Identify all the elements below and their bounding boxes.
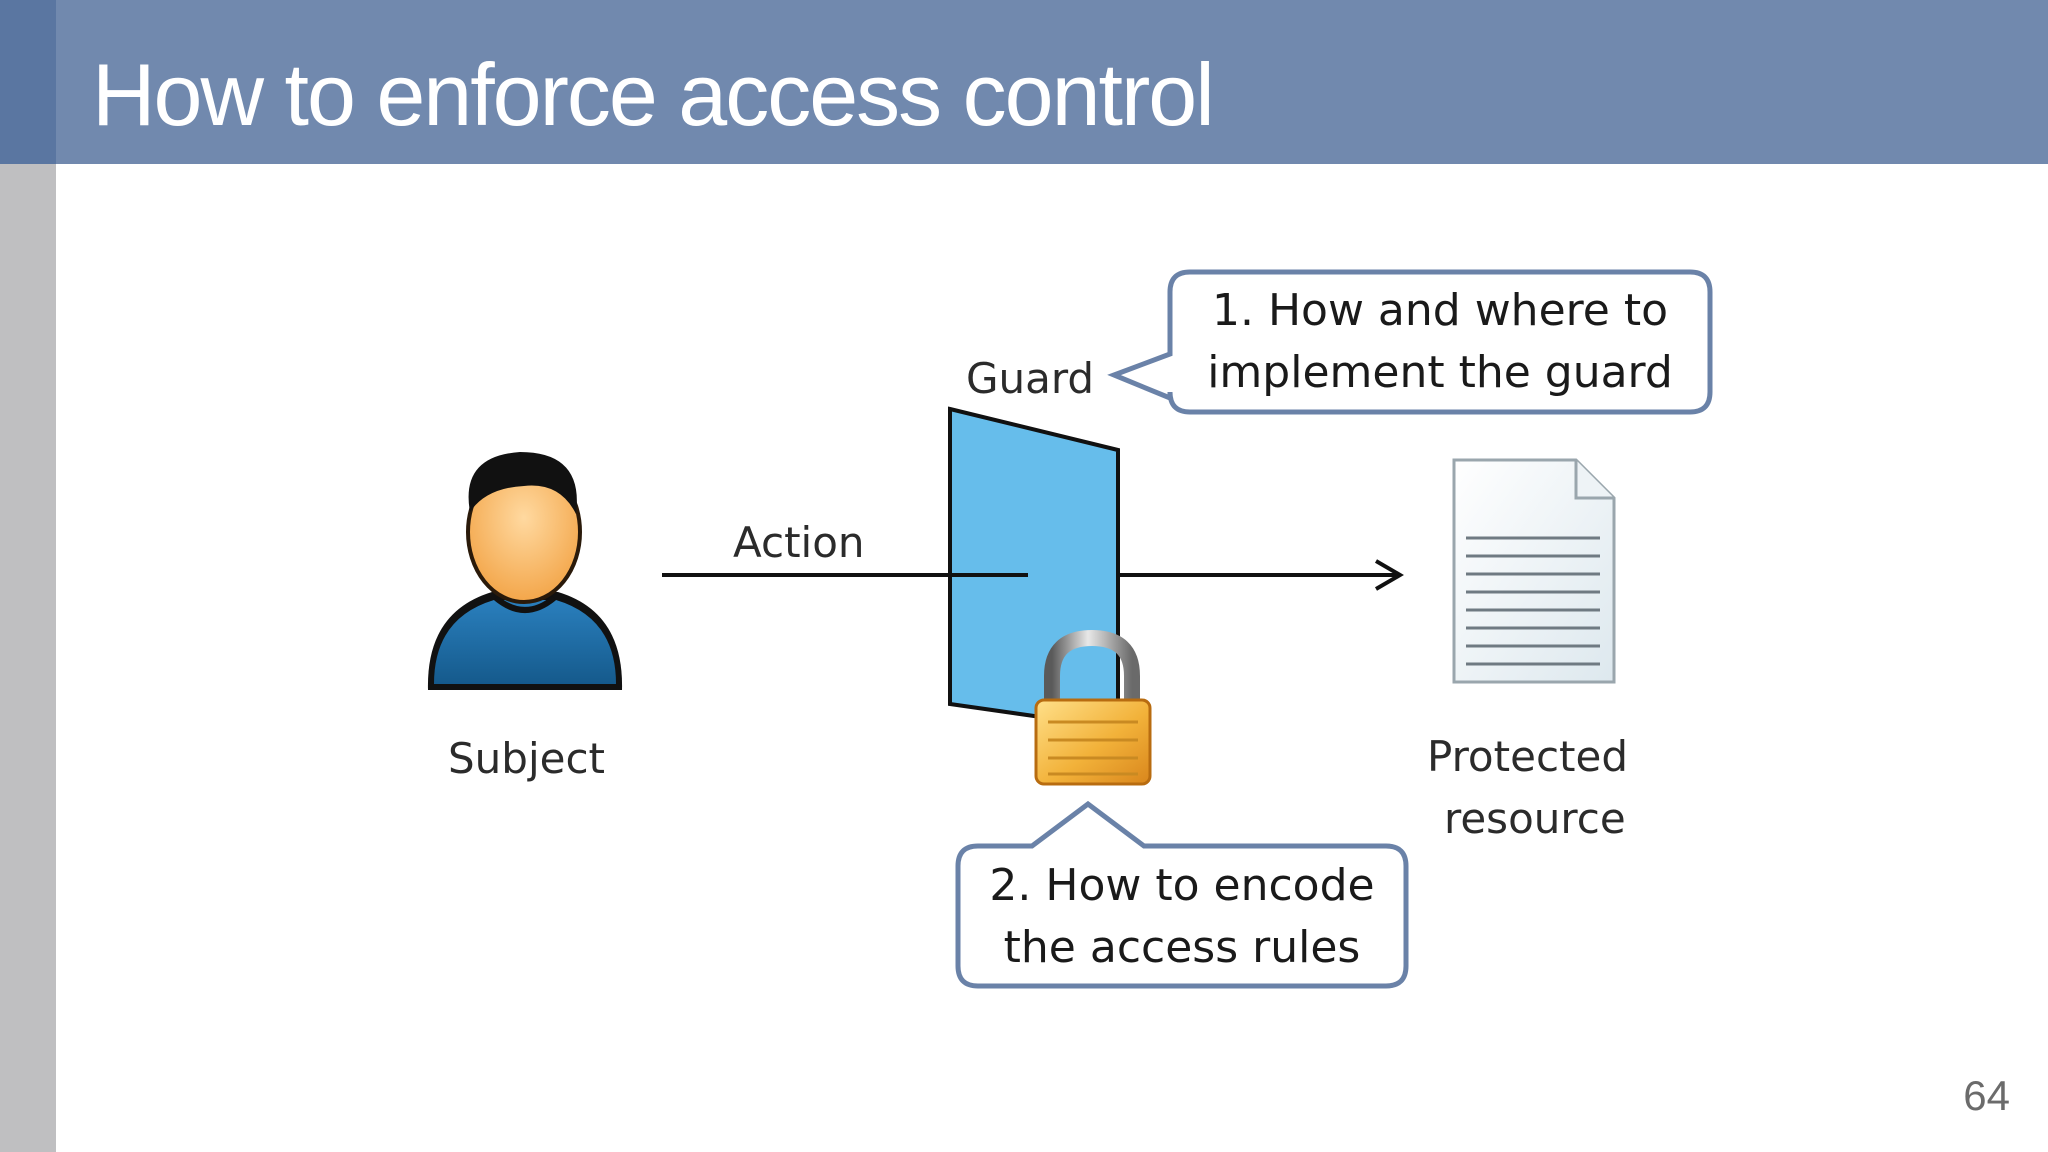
callout-guard-line2: implement the guard [1207, 347, 1673, 398]
left-accent-bar-top [0, 0, 56, 164]
callout-rules-bubble [955, 800, 1409, 989]
guard-label: Guard [966, 354, 1095, 403]
callout-guard-text: 1. How and where to implement the guard [1170, 280, 1710, 404]
slide-title: How to enforce access control [92, 45, 1215, 144]
left-accent-bar [0, 0, 56, 1152]
callout-rules-line1: 2. How to encode [989, 860, 1375, 911]
resource-label-line1: Protected [1427, 732, 1628, 781]
guard-door-icon [948, 406, 1120, 731]
padlock-icon [1034, 629, 1152, 786]
subject-label: Subject [448, 734, 606, 783]
resource-label-line2: resource [1444, 794, 1626, 843]
page-number: 64 [1963, 1072, 2010, 1119]
callout-rules-text: 2. How to encode the access rules [958, 855, 1406, 979]
callout-guard-bubble [1107, 269, 1713, 415]
person-icon [427, 452, 623, 690]
action-label: Action [733, 518, 865, 567]
callout-guard-line1: 1. How and where to [1211, 285, 1668, 336]
title-band [56, 0, 2048, 164]
document-icon [1452, 458, 1616, 684]
arrow-head [1374, 559, 1404, 591]
callout-rules-line2: the access rules [1003, 922, 1361, 973]
